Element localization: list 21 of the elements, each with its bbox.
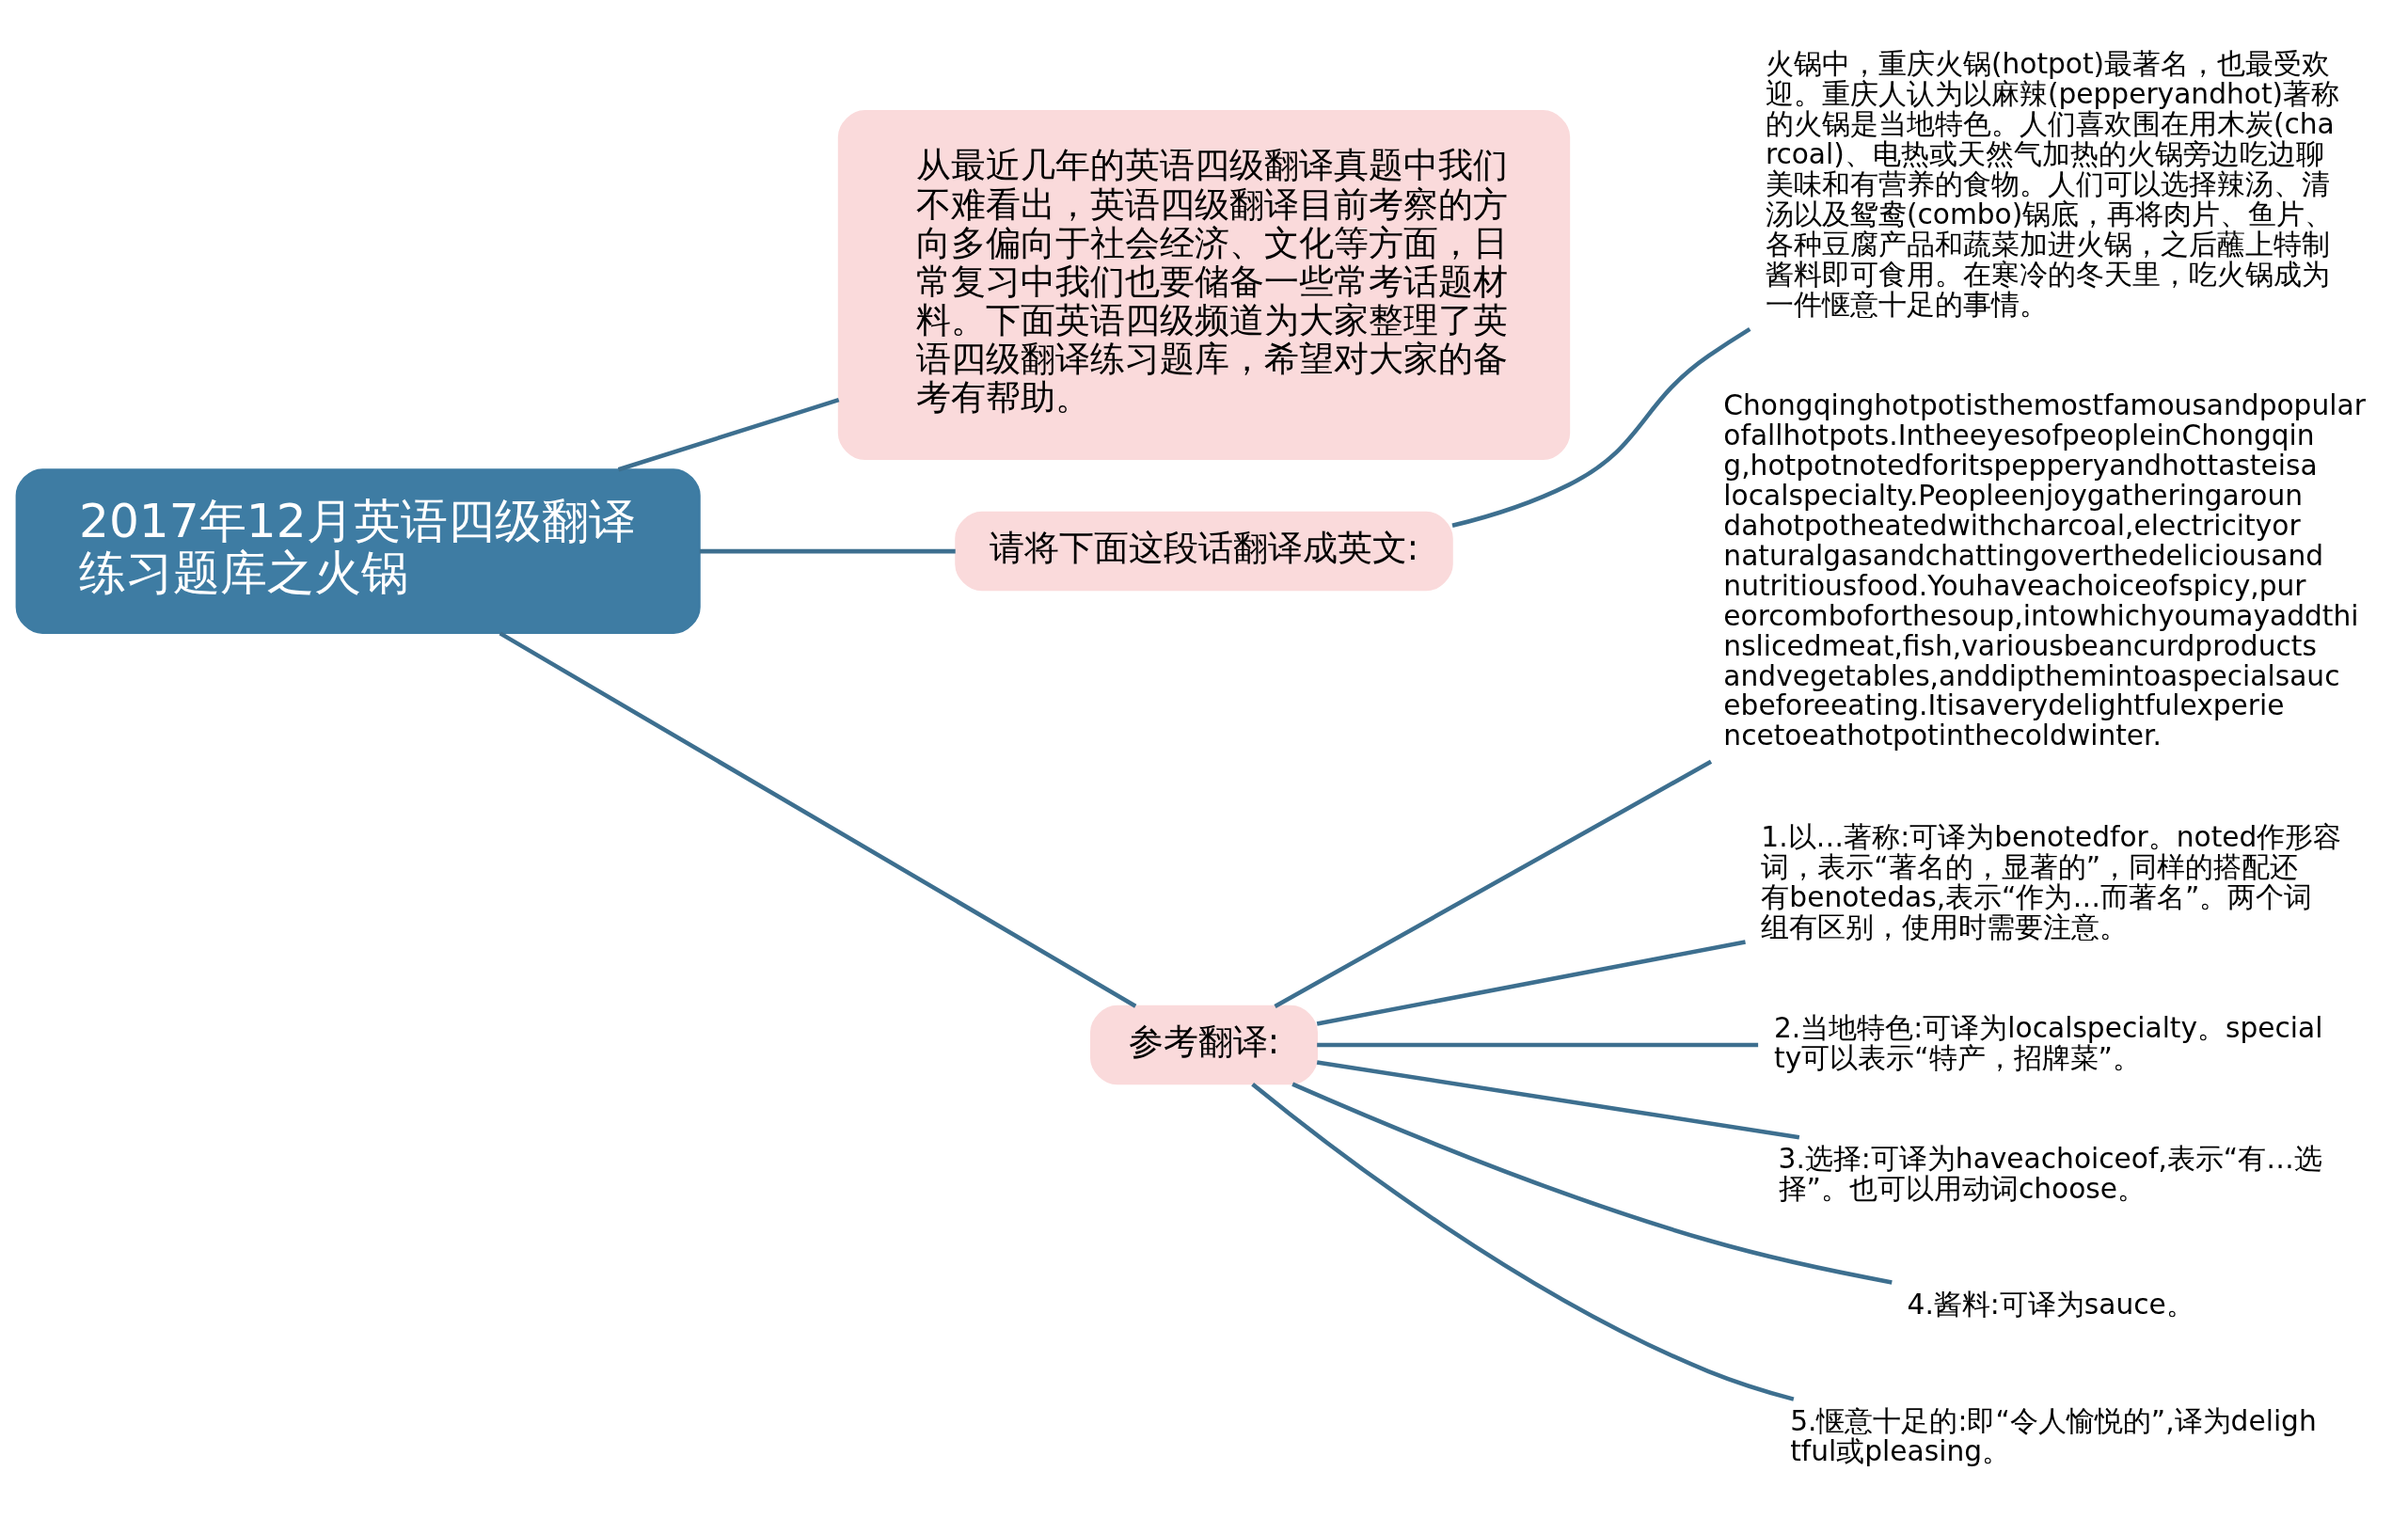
node-box: 请将下面这段话翻译成英文: <box>955 511 1453 592</box>
node-box: 从最近几年的英语四级翻译真题中我们不难看出，英语四级翻译目前考察的方向多偏向于社会经济、文化等方面，日常复习中我们也要储备一些常考话题材料。下面英语四级频道为大家整理了英语四级翻译练习题库，希望对大家的备考有帮助。 <box>837 110 1571 461</box>
connector <box>499 631 1137 1008</box>
connector <box>1317 1042 1759 1048</box>
connector <box>1316 940 1746 1026</box>
connector <box>617 397 840 472</box>
node-text: 4.酱料:可译为sauce。 <box>1907 1288 2194 1321</box>
node-text: 火锅中，重庆火锅(hotpot)最著名，也最受欢迎。重庆人认为以麻辣(pepperyandhot)著称的火锅是当地特色。人们喜欢围在用木炭(charcoal)、电热或天然气加热的火锅旁边吃边聊美味和有营养的食物。人们可以选择辣汤、清汤以及鸳鸯(combo)锅底，再将肉片、鱼片、各种豆腐产品和蔬菜加进火锅，之后蘸上特制酱料即可食用。在寒冷的冬天里，吃火锅成为一件惬意十足的事情。 <box>1765 47 2340 321</box>
node-text: 2.当地特色:可译为localspecialty。specialty可以表示“特产，招牌菜”。 <box>1774 1010 2323 1074</box>
node-text: 5.惬意十足的:即“令人愉悦的”,译为delightful或pleasing。 <box>1790 1403 2317 1467</box>
node-box: 参考翻译: <box>1090 1005 1318 1085</box>
node-box: 2017年12月英语四级翻译练习题库之火锅 <box>15 468 701 634</box>
connector <box>1451 326 1751 528</box>
connector <box>699 548 956 554</box>
connector <box>1316 1060 1800 1140</box>
node-text: 1.以…著称:可译为benotedfor。noted作形容词，表示“著名的，显著的”，同样的搭配还有benotedas,表示“作为…而著名”。两个词组有区别，使用时需要注意。 <box>1761 819 2342 943</box>
connector <box>1274 759 1713 1008</box>
node-text: 3.选择:可译为haveachoiceof,表示“有…选择”。也可以用动词choose。 <box>1778 1142 2322 1206</box>
connector <box>1251 1082 1795 1401</box>
node-text: Chongqinghotpotisthemostfamousandpopularofallhotpots.IntheeyesofpeopleinChongqing,hotpotnotedforitspepperyandhottasteisalocalspecialty.Peopleenjoygatheringaroundahotpotheatedwithcharcoal,electricityornaturalgasandchattingoverthedeliciousandnutritiousfood.Youhaveachoiceofspicy,pureorcomboforthesoup,intowhichyoumayaddthinslicedmeat,fish,variousbeancurdproductsandvegetables,anddipthemintoaspecialsaucebeforeeating.Itisaverydelightfulexperiencetoeathotpotinthecoldwinter. <box>1723 388 2366 752</box>
connector <box>1291 1082 1893 1285</box>
